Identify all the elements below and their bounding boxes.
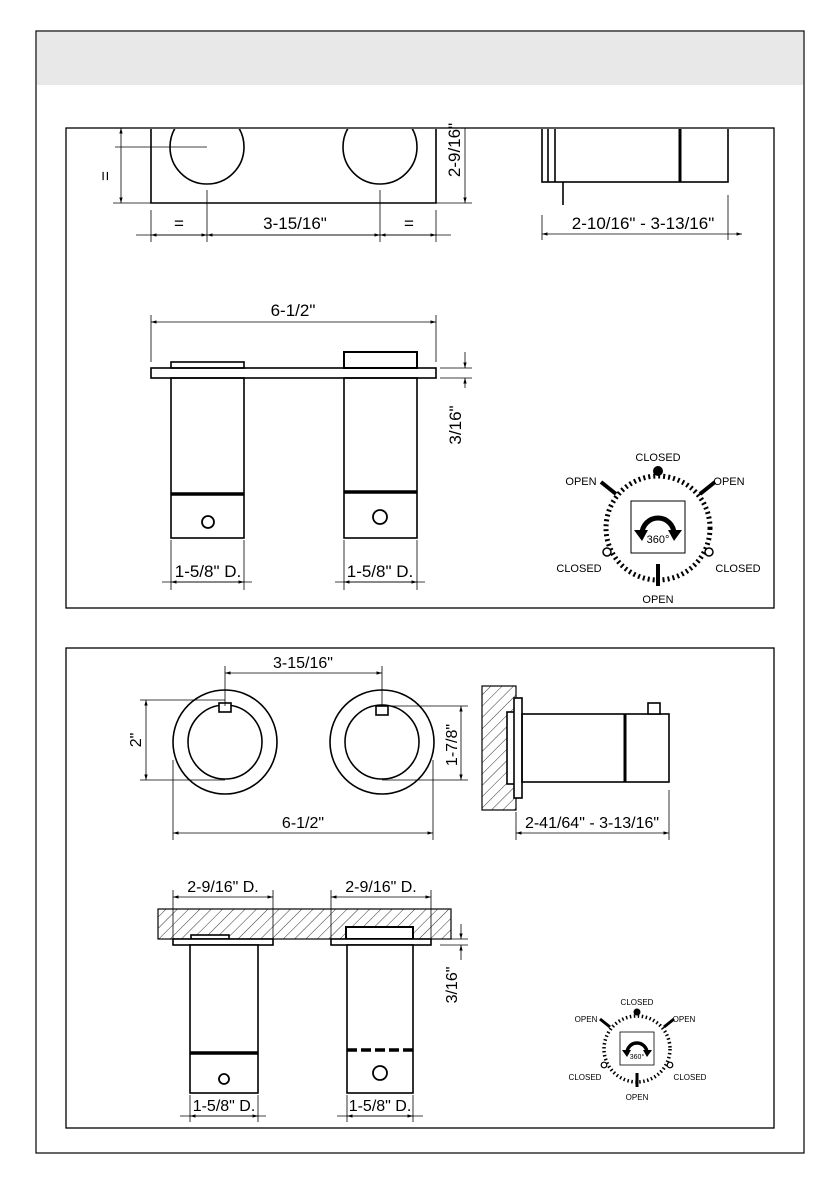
- bottom-dial-upper-right-label: OPEN: [673, 1015, 696, 1024]
- bottom-body-diameter-right-label: 1-5/8" D.: [349, 1098, 412, 1115]
- bottom-panel-frame: [66, 648, 774, 1128]
- top-flange-thickness-label: 3/16": [446, 405, 465, 444]
- bottom-trim-diameter-left-label: 2-9/16" D.: [187, 879, 259, 896]
- top-rotation-dial: 360° CLOSED OPEN OPEN CLOSED CLOSED OPEN: [556, 452, 760, 606]
- top-dial-lower-right-label: CLOSED: [715, 563, 760, 575]
- bottom-flange-thickness-label: 3/16": [444, 967, 461, 1004]
- bottom-center-spacing-label: 3-15/16": [273, 655, 333, 672]
- top-plate-height-label: 2-9/16": [445, 123, 464, 177]
- top-body-diameter-right-label: 1-5/8" D.: [347, 562, 414, 581]
- bottom-dial-lower-left-label: CLOSED: [569, 1073, 602, 1082]
- top-equal-left-label: =: [174, 214, 184, 233]
- bottom-dial-upper-left-label: OPEN: [575, 1015, 598, 1024]
- top-body-diameter-left-label: 1-5/8" D.: [175, 562, 242, 581]
- bottom-dial-top-label: CLOSED: [621, 998, 654, 1007]
- top-dial-lower-left-label: CLOSED: [556, 563, 601, 575]
- bottom-trim-diameter-right-label: 2-9/16" D.: [345, 879, 417, 896]
- bottom-side-view: [482, 686, 669, 810]
- top-equal-right-label: =: [404, 214, 414, 233]
- top-side-depth-label: 2-10/16" - 3-13/16": [572, 214, 715, 233]
- top-dial-rotation-label: 360°: [647, 534, 670, 546]
- top-overall-width-label: 6-1/2": [271, 301, 316, 320]
- top-center-spacing-label: 3-15/16": [263, 214, 327, 233]
- bottom-rotation-dial: 360° CLOSED OPEN OPEN CLOSED CLOSED OPEN: [569, 998, 707, 1102]
- top-dial-upper-right-label: OPEN: [713, 476, 744, 488]
- bottom-side-depth-label: 2-41/64" - 3-13/16": [525, 815, 659, 832]
- bottom-body-diameter-left-label: 1-5/8" D.: [193, 1098, 256, 1115]
- bottom-section-view: [158, 909, 451, 1093]
- bottom-dial-bottom-label: OPEN: [626, 1093, 649, 1102]
- bottom-dial-rotation-label: 360°: [630, 1053, 645, 1061]
- top-dial-bottom-label: OPEN: [642, 594, 673, 606]
- top-dial-upper-left-label: OPEN: [565, 476, 596, 488]
- bottom-trim-height-label: 2": [128, 733, 145, 748]
- top-section-view: [151, 352, 436, 538]
- bottom-dial-lower-right-label: CLOSED: [674, 1073, 707, 1082]
- header-band: [37, 32, 803, 85]
- bottom-overall-width-label: 6-1/2": [282, 815, 324, 832]
- bottom-handle-diameter-label: 1-7/8": [444, 724, 461, 766]
- top-vertical-equal-label: =: [96, 171, 115, 181]
- top-dial-top-label: CLOSED: [635, 452, 680, 464]
